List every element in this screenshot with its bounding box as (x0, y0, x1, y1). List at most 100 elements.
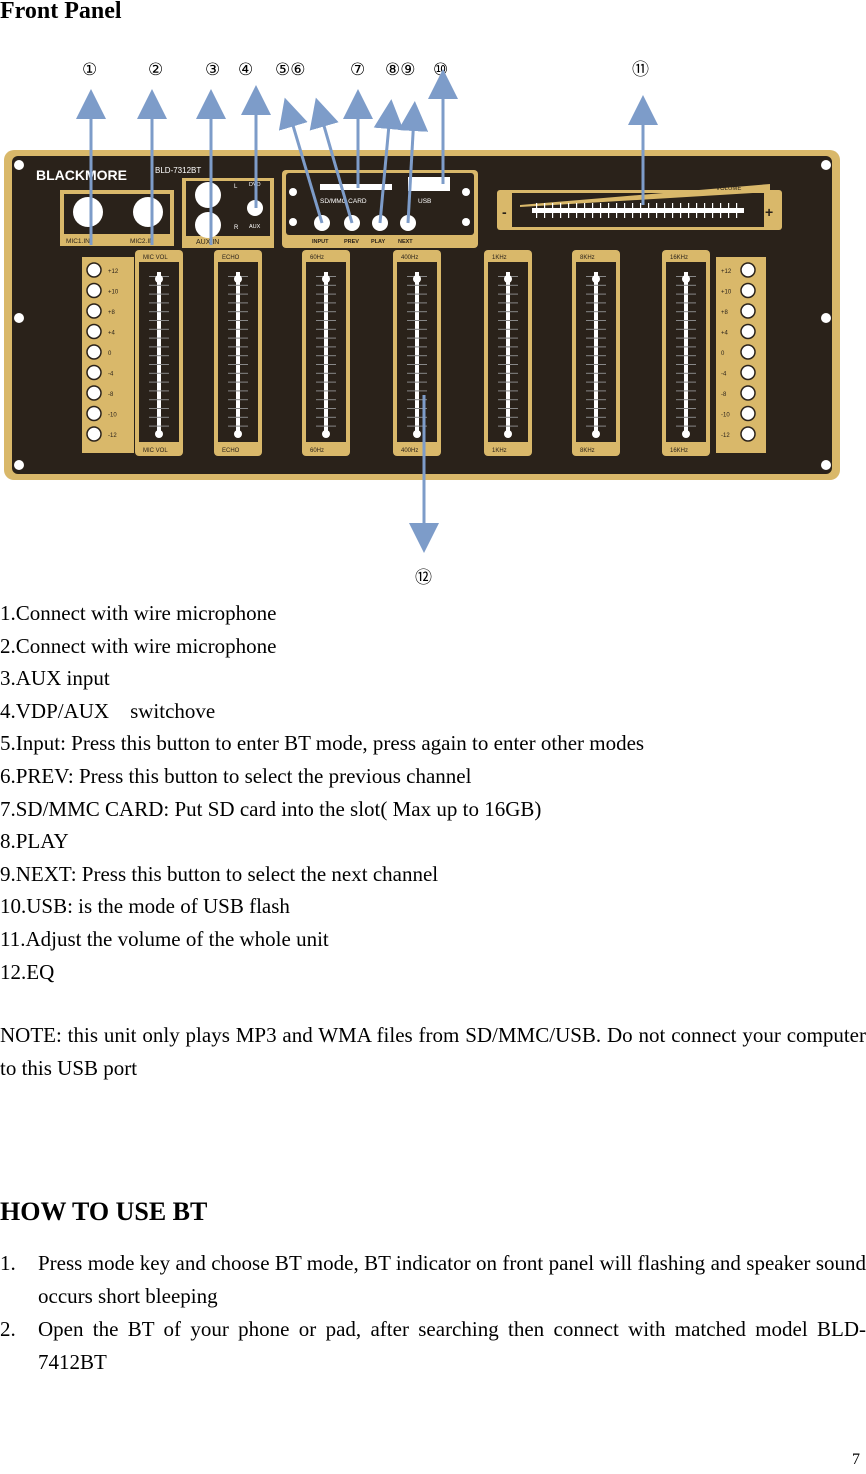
mic1-label: MIC1.IN (66, 238, 90, 245)
svg-text:USB: USB (418, 198, 431, 205)
aux-l-jack (195, 182, 221, 208)
callout-7: ⑦ (350, 60, 365, 79)
arrow-8 (373, 99, 404, 224)
fader-label-top: 16KHz (670, 255, 688, 261)
fader-label-bottom: ECHO (222, 448, 240, 454)
legend-item: 4.VDP/AUX switchove (0, 698, 216, 723)
front-panel-diagram: ① ② ③ ④ ⑤⑥ ⑦ ⑧⑨ ⑩ ⑪ ⑫ BLACKMORE BLD-7312… (4, 60, 840, 587)
fader-label-bottom: 16KHz (670, 448, 688, 454)
fader-label-bottom: MIC VOL (143, 448, 168, 454)
usb-port (408, 177, 450, 191)
scale-label: -8 (721, 392, 727, 398)
legend-item: 2.Connect with wire microphone (0, 633, 277, 658)
scale-label: +12 (108, 269, 119, 275)
legend-list: 1.Connect with wire microphone 2.Connect… (0, 597, 644, 988)
legend-item: 7.SD/MMC CARD: Put SD card into the slot… (0, 796, 542, 821)
scale-label: +10 (108, 290, 119, 296)
brand-logo: BLACKMORE (36, 167, 127, 183)
scale-label: -8 (108, 392, 114, 398)
fader-label-bottom: 400Hz (401, 448, 418, 454)
fader-label-bottom: 60Hz (310, 448, 324, 454)
svg-text:NEXT: NEXT (398, 239, 413, 245)
fader-label-top: ECHO (222, 255, 240, 261)
arrow-5 (278, 97, 324, 224)
legend-item: 1.Connect with wire microphone (0, 601, 277, 625)
legend-item: 12.EQ (0, 959, 55, 984)
volume-slider-track (532, 208, 744, 213)
svg-text:PLAY: PLAY (371, 239, 385, 245)
fader-label-top: 60Hz (310, 255, 324, 261)
screw-icon (14, 460, 24, 470)
screw-icon (821, 313, 831, 323)
callout-11: ⑪ (632, 60, 649, 79)
svg-text:SD/MMC CARD: SD/MMC CARD (320, 198, 367, 205)
legend-item: 10.USB: is the mode of USB flash (0, 894, 290, 919)
legend-item: 9.NEXT: Press this button to select the … (0, 861, 439, 886)
svg-text:AUX: AUX (249, 224, 261, 230)
scale-label: -10 (108, 413, 117, 419)
mic2-label: MIC2.IN (130, 238, 154, 245)
screw-icon (821, 160, 831, 170)
scale-label: -12 (108, 433, 117, 439)
aux-r-jack (195, 212, 221, 238)
scale-label: -4 (721, 372, 727, 378)
svg-text:PREV: PREV (344, 239, 359, 245)
callout-5-6: ⑤⑥ (275, 60, 305, 79)
mic1-jack (73, 197, 103, 227)
svg-text:-: - (502, 204, 507, 220)
section-title: HOW TO USE BT (0, 1197, 208, 1226)
svg-text:VOLUME: VOLUME (716, 186, 741, 192)
svg-text:INPUT: INPUT (312, 239, 329, 245)
scale-label: +4 (108, 331, 116, 337)
steps-list: 1.Press mode key and choose BT mode, BT … (0, 1247, 866, 1379)
scale-label: +4 (721, 331, 729, 337)
fader-label-bottom: 8KHz (580, 448, 595, 454)
fader-label-bottom: 1KHz (492, 448, 507, 454)
sd-card-slot (320, 184, 392, 190)
scale-label: -4 (108, 372, 114, 378)
legend-item: 8.PLAY (0, 829, 69, 854)
arrow-6 (309, 97, 354, 224)
note-paragraph: NOTE: this unit only plays MP3 and WMA f… (0, 1023, 866, 1080)
scale-label: -12 (721, 433, 730, 439)
svg-text:R: R (234, 225, 239, 231)
svg-text:L: L (234, 184, 238, 190)
step-item: 1.Press mode key and choose BT mode, BT … (0, 1251, 866, 1308)
scale-label: +8 (108, 310, 116, 316)
svg-text:+: + (765, 204, 773, 220)
screw-icon (14, 313, 24, 323)
scale-label: +12 (721, 269, 732, 275)
eq-faders: MIC VOL MIC VOL ECHO ECHO 60Hz 60Hz 400Hz 400Hz… (135, 250, 710, 456)
scale-label: -10 (721, 413, 730, 419)
callout-2: ② (148, 60, 163, 79)
volume-ticks (536, 203, 738, 218)
model-label: BLD-7312BT (155, 166, 201, 175)
legend-item: 5.Input: Press this button to enter BT m… (0, 731, 645, 756)
legend-item: 6.PREV: Press this button to select the … (0, 763, 472, 788)
callout-3: ③ (205, 60, 220, 79)
fader-label-top: 8KHz (580, 255, 595, 261)
scale-label: 0 (721, 351, 725, 357)
screw-icon (821, 460, 831, 470)
fader-label-top: MIC VOL (143, 255, 168, 261)
scale-label: +8 (721, 310, 729, 316)
fader-label-top: 1KHz (492, 255, 507, 261)
callout-12: ⑫ (415, 568, 432, 587)
legend-item: 11.Adjust the volume of the whole unit (0, 926, 329, 951)
callout-4: ④ (238, 60, 253, 79)
screw-icon (14, 160, 24, 170)
page-title: Front Panel (0, 0, 122, 24)
scale-right-labels: +12 +10 +8 +4 0 -4 -8 -10 -12 (721, 262, 756, 442)
mic2-jack (133, 197, 163, 227)
step-item: 2.Open the BT of your phone or pad, afte… (0, 1317, 866, 1374)
callout-10: ⑩ (433, 60, 448, 79)
scale-label: 0 (108, 351, 112, 357)
scale-left-labels: +12 +10 +8 +4 0 -4 -8 -10 -12 (86, 262, 119, 442)
page-number: 7 (852, 1451, 860, 1468)
aux-in-label: AUX IN (196, 239, 219, 246)
fader-label-top: 400Hz (401, 255, 418, 261)
callout-1: ① (82, 60, 97, 79)
scale-label: +10 (721, 290, 732, 296)
legend-item: 3.AUX input (0, 666, 110, 691)
callout-8-9: ⑧⑨ (385, 60, 415, 79)
